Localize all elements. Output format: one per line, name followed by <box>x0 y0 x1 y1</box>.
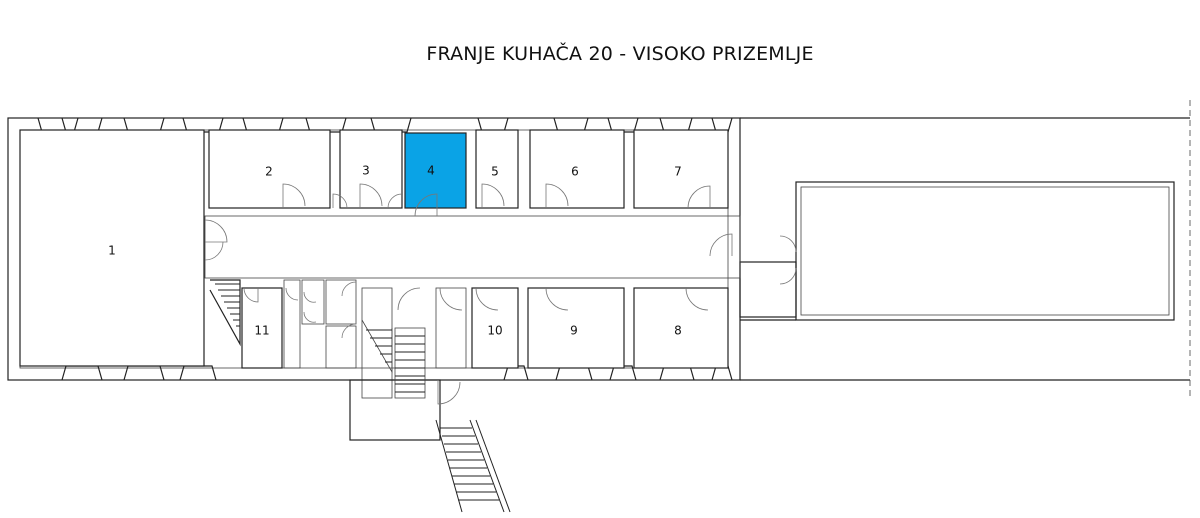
room-8[interactable] <box>633 287 729 369</box>
entrance-stairs <box>435 419 511 513</box>
room-label-1: 1 <box>108 244 116 258</box>
room-1[interactable] <box>19 129 205 367</box>
staircase-center <box>361 319 426 399</box>
room-label-8: 8 <box>674 324 682 338</box>
room-11[interactable] <box>241 287 283 369</box>
room-label-2: 2 <box>265 165 273 179</box>
room-5[interactable] <box>475 129 519 209</box>
room-label-9: 9 <box>570 324 578 338</box>
plan-title: FRANJE KUHAČA 20 - VISOKO PRIZEMLJE <box>426 43 814 65</box>
staircase-left <box>209 279 241 347</box>
room-labels: 1 2 3 4 5 6 7 8 9 10 11 <box>108 164 682 338</box>
room-3[interactable] <box>339 129 403 209</box>
room-label-4: 4 <box>427 164 435 178</box>
room-10[interactable] <box>471 287 519 369</box>
building-outline <box>7 100 1191 400</box>
service-rooms <box>283 279 467 441</box>
room-label-7: 7 <box>674 165 682 179</box>
room-2[interactable] <box>208 129 331 209</box>
room-label-11: 11 <box>254 324 269 338</box>
room-9[interactable] <box>527 287 625 369</box>
doors <box>204 183 797 405</box>
room-label-3: 3 <box>362 164 370 178</box>
room-label-6: 6 <box>571 165 579 179</box>
room-label-5: 5 <box>491 165 499 179</box>
room-4[interactable] <box>404 132 467 209</box>
room-label-10: 10 <box>487 324 502 338</box>
room-7[interactable] <box>633 129 729 209</box>
